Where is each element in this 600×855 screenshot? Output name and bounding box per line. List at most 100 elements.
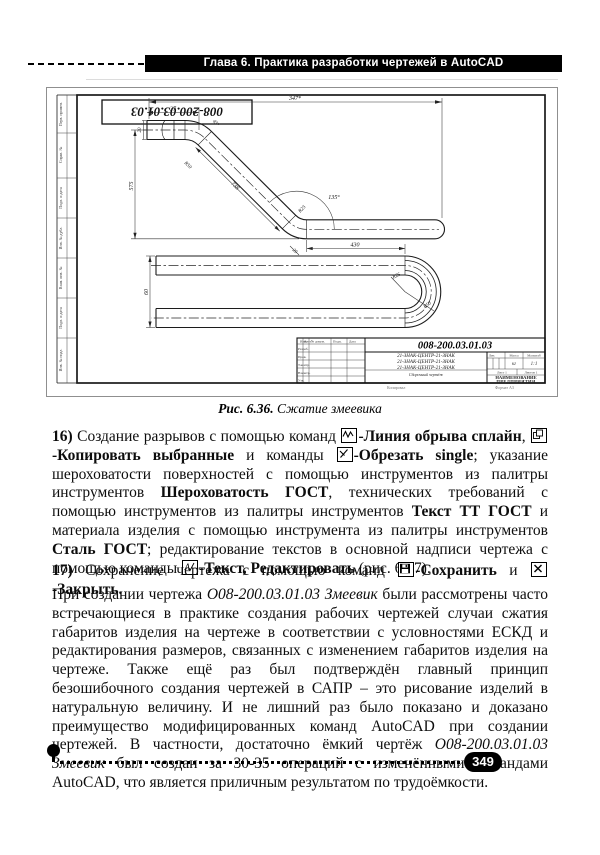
- item-number: 17): [52, 562, 73, 579]
- body-text: и материала изделия с помощью инструмент…: [52, 503, 548, 539]
- drawing-number-reference: О08-200.03.01.03 Змеевик: [206, 586, 378, 603]
- trim-single-icon: [336, 446, 353, 462]
- svg-text:Копировал: Копировал: [387, 385, 405, 390]
- svg-text:Н.контр.: Н.контр.: [298, 371, 310, 375]
- paragraph-summary: При создании чертежа О08-200.03.01.03 Зм…: [52, 586, 548, 793]
- scan-artifact-line: [86, 79, 558, 80]
- dimension-labels: 347* 37 20 575 738 45° R50 135° R25 25 4…: [129, 95, 433, 311]
- title-block: 008-200.03.01.03 21-ЗНАК-ЦЕНТР-21-ЗНАК 2…: [296, 337, 546, 390]
- svg-text:Изм.: Изм.: [300, 340, 307, 344]
- dimension-arrows: [133, 100, 442, 328]
- svg-text:Сборочный чертёж: Сборочный чертёж: [409, 372, 443, 377]
- svg-text:60: 60: [144, 289, 150, 295]
- svg-text:008-200.03.01.03: 008-200.03.01.03: [130, 105, 223, 120]
- tool-palette-name: Шероховатость ГОСТ: [160, 484, 329, 502]
- body-text: Сохранение чертежа с помощью команд: [72, 562, 398, 579]
- command-name: -Сохранить: [415, 562, 497, 579]
- body-text: и команды: [234, 446, 336, 464]
- coil-tube-outline: [146, 119, 446, 329]
- figure-caption-label: Рис. 6.36.: [218, 401, 274, 416]
- svg-text:Пров.: Пров.: [298, 355, 306, 359]
- paragraph-17: 17) Сохранение чертежа с помощью команд …: [52, 562, 548, 600]
- svg-text:НАИМЕНОВАНИЕ: НАИМЕНОВАНИЕ: [495, 375, 536, 380]
- svg-text:Листов 1: Листов 1: [525, 371, 538, 375]
- figure-6-36-drawing: Перв. примен. Справ. № Подп. и дата Инв.…: [46, 87, 558, 397]
- svg-text:25: 25: [291, 248, 298, 255]
- chapter-header: Глава 6. Практика разработки чертежей в …: [145, 55, 562, 72]
- spline-break-line-icon: [341, 428, 358, 443]
- svg-text:Лист: Лист: [304, 340, 312, 344]
- svg-text:ПРЕДПРИЯТИЯ: ПРЕДПРИЯТИЯ: [496, 379, 536, 384]
- svg-text:Дата: Дата: [349, 340, 356, 344]
- svg-text:Взам. инв. №: Взам. инв. №: [58, 267, 63, 290]
- item-number: 16): [52, 428, 73, 445]
- svg-text:347*: 347*: [288, 95, 301, 102]
- tool-palette-name: Сталь ГОСТ: [52, 540, 148, 558]
- bullet-ornament: [47, 744, 60, 757]
- technical-drawing-svg: Перв. примен. Справ. № Подп. и дата Инв.…: [56, 94, 546, 390]
- bullet-ornament-stem: [52, 756, 55, 762]
- save-icon: [398, 562, 415, 577]
- svg-text:Масштаб: Масштаб: [527, 354, 541, 358]
- svg-text:20: 20: [138, 127, 143, 133]
- svg-text:R50: R50: [182, 160, 192, 170]
- svg-text:R25: R25: [391, 272, 402, 281]
- svg-text:Т.контр.: Т.контр.: [298, 363, 310, 367]
- rotated-stamp: 008-200.03.01.03: [101, 99, 253, 125]
- body-text: были рассмотрены часто встречающиеся в п…: [52, 586, 548, 754]
- svg-text:1:1: 1:1: [531, 362, 538, 367]
- centerlines: [143, 129, 439, 319]
- dotted-rule-bottom: [60, 761, 460, 764]
- svg-text:21-ЗНАК-ЦЕНТР-21-ЗНАК: 21-ЗНАК-ЦЕНТР-21-ЗНАК: [397, 366, 455, 371]
- svg-text:37: 37: [169, 107, 177, 113]
- command-name: -Копировать выбранные: [52, 446, 235, 464]
- command-name: -Закрыть.: [52, 580, 123, 598]
- svg-text:45°: 45°: [211, 119, 219, 127]
- svg-text:Подп.: Подп.: [333, 340, 342, 344]
- svg-text:Инв. № дубл.: Инв. № дубл.: [58, 227, 63, 250]
- copy-selected-icon: [531, 428, 548, 443]
- page-number-badge: 349: [464, 752, 502, 772]
- svg-text:Подп. и дата: Подп. и дата: [58, 307, 63, 329]
- dashed-rule-top: [28, 63, 144, 65]
- svg-text:Справ. №: Справ. №: [58, 147, 63, 163]
- svg-text:21-ЗНАК-ЦЕНТР-21-ЗНАК: 21-ЗНАК-ЦЕНТР-21-ЗНАК: [397, 360, 455, 365]
- svg-text:Масса: Масса: [509, 354, 519, 358]
- svg-text:21-ЗНАК-ЦЕНТР-21-ЗНАК: 21-ЗНАК-ЦЕНТР-21-ЗНАК: [397, 354, 455, 359]
- svg-text:Лист 1: Лист 1: [497, 371, 507, 375]
- body-text: и: [496, 562, 530, 579]
- svg-text:Перв. примен.: Перв. примен.: [58, 102, 63, 126]
- body-text: ,: [521, 428, 531, 445]
- svg-text:A: A: [184, 562, 191, 572]
- figure-caption-title: Сжатие змеевика: [273, 401, 382, 416]
- svg-text:575: 575: [129, 182, 135, 191]
- svg-text:738: 738: [229, 181, 240, 192]
- svg-text:кг: кг: [512, 362, 516, 367]
- paragraph-16: 16) Создание разрывов с помощью команд -…: [52, 428, 548, 578]
- close-icon: [531, 562, 547, 577]
- command-name: -Текст, Редактировать: [199, 559, 355, 577]
- dimension-lines: [131, 98, 443, 328]
- text-edit-icon: A: [182, 559, 199, 575]
- svg-text:Инв. № подл.: Инв. № подл.: [58, 349, 63, 372]
- command-name: -Линия обрыва сплайн: [358, 428, 522, 445]
- margin-labels: Перв. примен. Справ. № Подп. и дата Инв.…: [58, 102, 63, 372]
- body-text: , технических требований с помощью инстр…: [52, 484, 548, 521]
- body-text: ; указание шероховатости поверхностей с …: [52, 446, 548, 502]
- svg-text:Утв.: Утв.: [298, 379, 304, 383]
- tool-palette-name: Текст ТТ ГОСТ: [411, 503, 532, 521]
- svg-text:Лит.: Лит.: [489, 354, 495, 358]
- command-name: -Обрезать single: [353, 446, 474, 464]
- body-text: Создание разрывов с помощью команд: [72, 428, 341, 445]
- svg-text:R50: R50: [422, 301, 433, 311]
- svg-text:Подп. и дата: Подп. и дата: [58, 187, 63, 209]
- figure-caption: Рис. 6.36. Сжатие змеевика: [0, 401, 600, 417]
- svg-text:№ докум.: № докум.: [311, 340, 325, 344]
- body-text: При создании чертежа: [52, 586, 207, 603]
- svg-text:Формат А3: Формат А3: [495, 385, 514, 390]
- svg-text:135°: 135°: [328, 194, 340, 201]
- body-text: ; редактирование текстов в основной надп…: [52, 540, 548, 577]
- svg-text:Разраб.: Разраб.: [298, 347, 309, 351]
- svg-text:R25: R25: [297, 205, 307, 215]
- svg-text:008-200.03.01.03: 008-200.03.01.03: [418, 341, 492, 352]
